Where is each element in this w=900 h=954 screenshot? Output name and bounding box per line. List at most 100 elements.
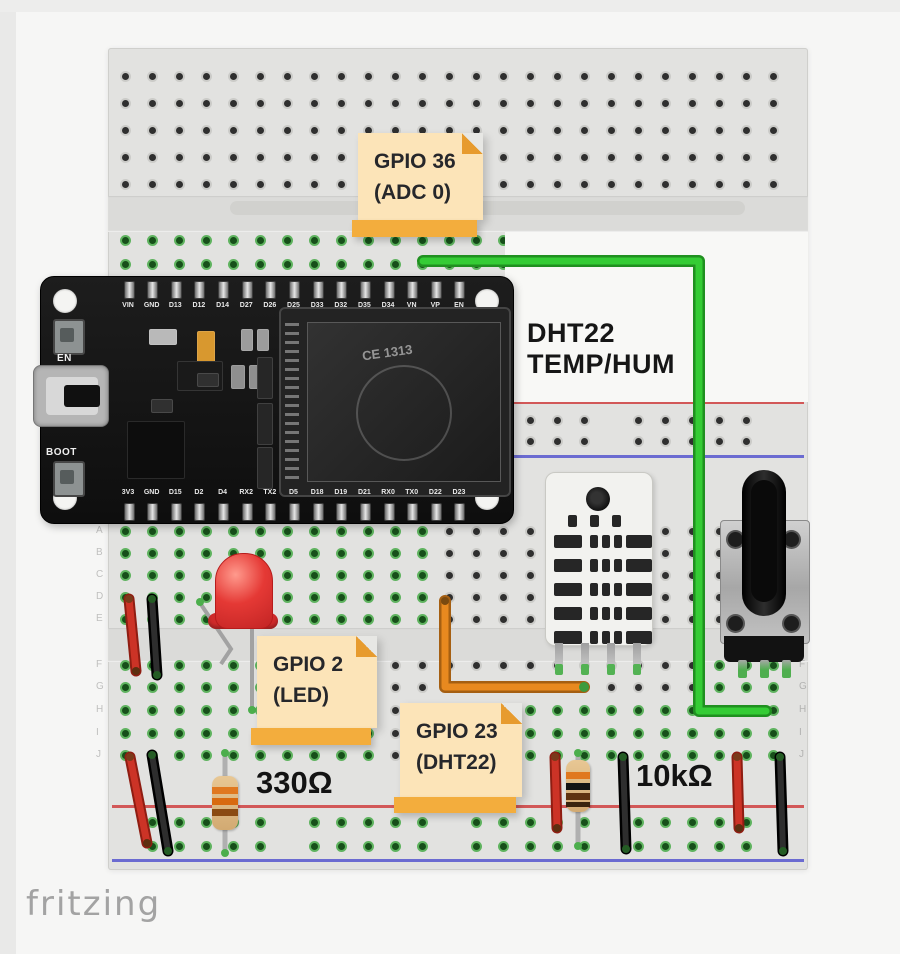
breadboard-hole	[715, 180, 723, 188]
breadboard-hole	[553, 437, 561, 445]
esp32-pin-label: D27	[239, 302, 253, 309]
breadboard-hole	[175, 751, 183, 759]
breadboard-hole	[175, 615, 183, 623]
breadboard-hole	[229, 751, 237, 759]
breadboard-hole	[553, 72, 561, 80]
breadboard-hole	[526, 683, 534, 691]
breadboard-hole	[688, 99, 696, 107]
breadboard-row-letter: G	[96, 681, 104, 692]
breadboard-hole	[310, 527, 318, 535]
breadboard-row-letter: H	[96, 704, 104, 715]
note-fold	[356, 636, 377, 657]
breadboard-row-letter: C	[96, 569, 104, 580]
esp32-header-pin	[430, 503, 442, 521]
breadboard-hole	[364, 99, 372, 107]
screw	[784, 532, 799, 547]
dht22-pin-tip	[555, 664, 563, 675]
sensor-vent-slot	[590, 535, 598, 548]
breadboard-hole	[634, 72, 642, 80]
breadboard-hole	[715, 751, 723, 759]
esp32-header-pin	[359, 281, 371, 299]
breadboard-hole	[364, 236, 372, 244]
breadboard-channel-bottom	[108, 628, 808, 662]
breadboard-hole	[148, 571, 156, 579]
breadboard-hole	[499, 818, 507, 826]
breadboard-hole	[121, 706, 129, 714]
breadboard-hole	[526, 527, 534, 535]
breadboard-hole	[526, 661, 534, 669]
breadboard-hole	[769, 72, 777, 80]
smd-part	[257, 357, 273, 399]
esp32-pin-label: D23	[452, 489, 466, 496]
breadboard-hole	[742, 751, 750, 759]
breadboard-hole	[634, 180, 642, 188]
breadboard-hole	[526, 751, 534, 759]
breadboard-hole	[580, 842, 588, 850]
sensor-vent-slot	[602, 583, 610, 596]
breadboard-hole	[256, 72, 264, 80]
breadboard-hole	[607, 153, 615, 161]
breadboard-hole	[121, 751, 129, 759]
breadboard-hole	[175, 661, 183, 669]
sensor-vent-slot	[614, 583, 622, 596]
fritzing-watermark: fritzing	[26, 884, 162, 924]
breadboard-hole	[337, 751, 345, 759]
breadboard-hole	[688, 706, 696, 714]
breadboard-hole	[769, 683, 777, 691]
breadboard-hole	[148, 260, 156, 268]
potentiometer-base	[724, 636, 804, 662]
breadboard-hole	[634, 729, 642, 737]
boot-button	[53, 461, 85, 497]
smd-part	[257, 403, 273, 445]
breadboard-hole	[526, 615, 534, 623]
rotary-potentiometer	[718, 470, 810, 678]
breadboard-hole	[580, 729, 588, 737]
esp32-pin-label: D12	[192, 302, 206, 309]
breadboard-hole	[256, 126, 264, 134]
breadboard-hole	[688, 549, 696, 557]
breadboard-hole	[661, 842, 669, 850]
esp32-pin-label: TX0	[405, 489, 419, 496]
breadboard-hole	[553, 842, 561, 850]
breadboard-hole	[202, 593, 210, 601]
breadboard-hole	[472, 72, 480, 80]
breadboard-hole	[688, 593, 696, 601]
breadboard-hole	[148, 527, 156, 535]
sensor-vent-slot	[626, 583, 652, 596]
breadboard-hole	[148, 751, 156, 759]
breadboard-row-letter: A	[96, 525, 103, 536]
breadboard-hole	[715, 99, 723, 107]
breadboard-hole	[634, 437, 642, 445]
breadboard-hole	[418, 593, 426, 601]
sensor-vent-slot	[626, 607, 652, 620]
breadboard-hole	[391, 236, 399, 244]
breadboard-hole	[445, 99, 453, 107]
esp32-header-pin	[194, 503, 206, 521]
sensor-vent-slot	[612, 515, 621, 527]
breadboard-hole	[553, 751, 561, 759]
breadboard-hole	[742, 842, 750, 850]
breadboard-hole	[175, 706, 183, 714]
esp32-pin-label: D22	[428, 489, 442, 496]
esp32-pin-label: D18	[310, 489, 324, 496]
breadboard-hole	[688, 615, 696, 623]
breadboard-hole	[634, 842, 642, 850]
breadboard-hole	[391, 99, 399, 107]
breadboard-hole	[742, 729, 750, 737]
breadboard-row-letter: F	[96, 659, 103, 670]
esp32-header-pin	[407, 281, 419, 299]
esp32-pin-label: D13	[168, 302, 182, 309]
breadboard-hole	[607, 729, 615, 737]
breadboard-hole	[472, 99, 480, 107]
breadboard-hole	[175, 683, 183, 691]
sensor-vent-hole	[586, 487, 610, 511]
module-marking: CE 1313	[361, 341, 414, 364]
breadboard-hole	[661, 615, 669, 623]
breadboard-hole	[580, 99, 588, 107]
note-gpio36-line2: (ADC 0)	[374, 181, 451, 204]
breadboard-hole	[769, 729, 777, 737]
breadboard-hole	[148, 706, 156, 714]
esp32-pin-label: VN	[406, 302, 417, 309]
